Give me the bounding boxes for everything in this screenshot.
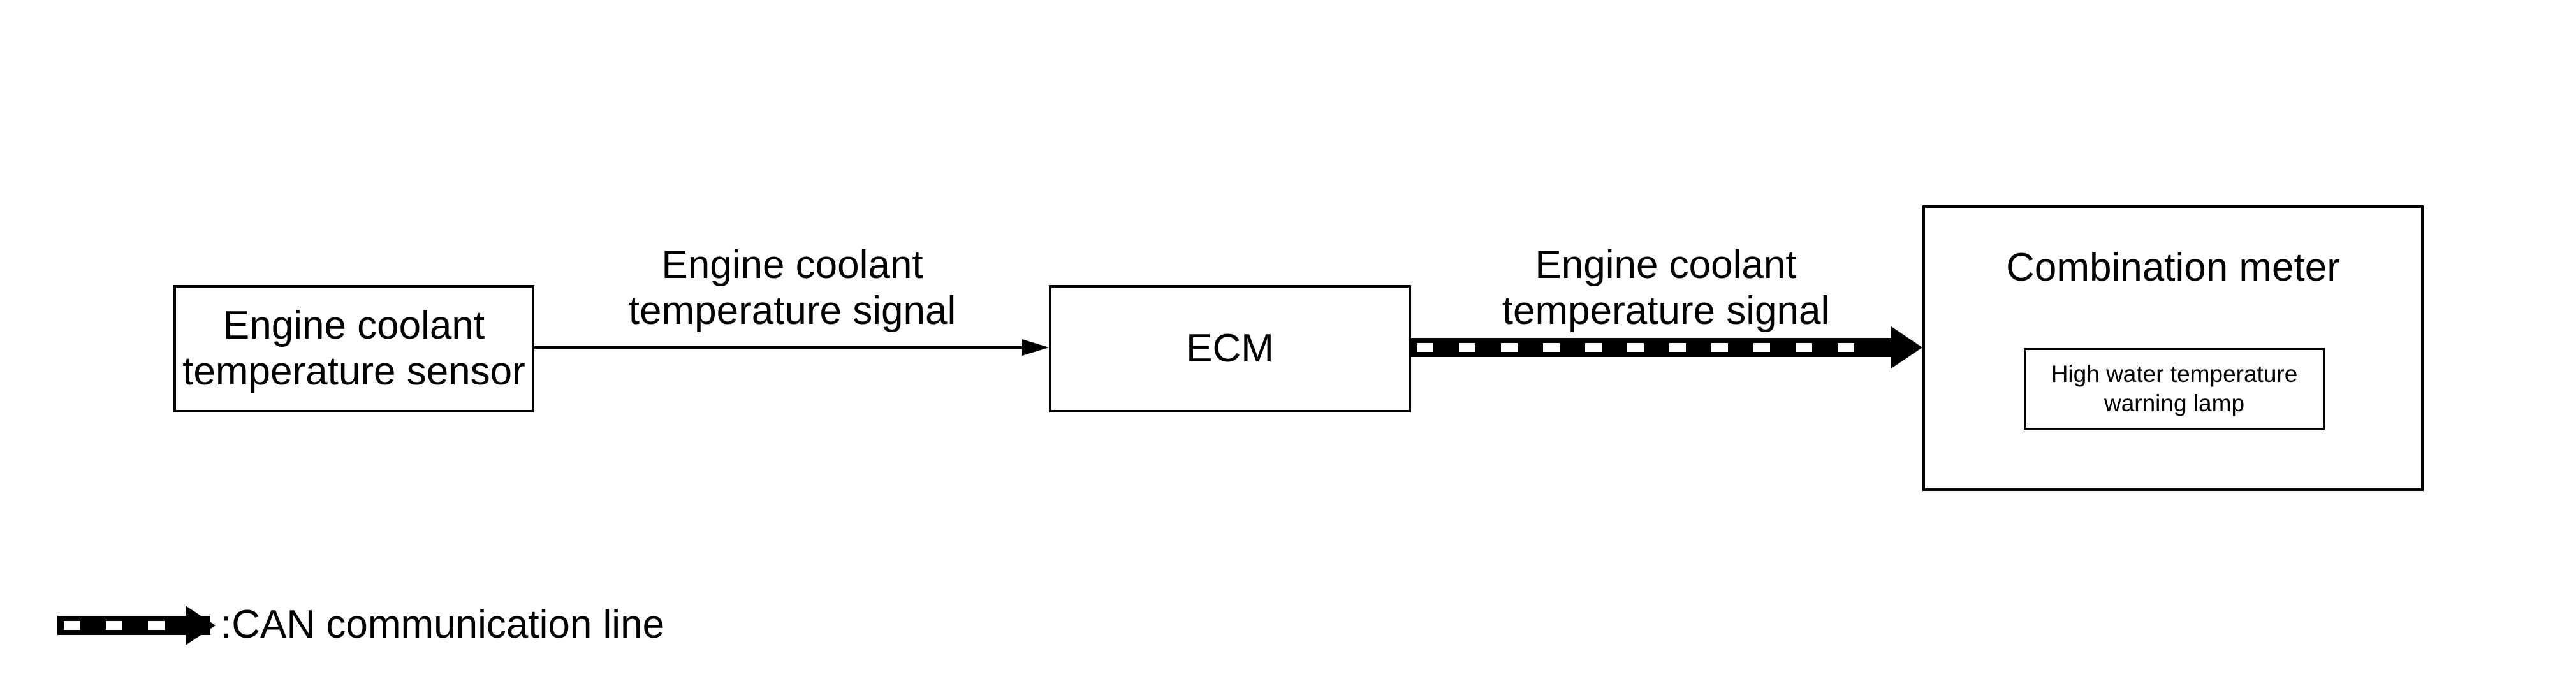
can-dash-segment (1585, 343, 1602, 352)
legend-can-symbol (57, 606, 216, 645)
can-dash-segment (1627, 343, 1644, 352)
can-dash-segment (1417, 343, 1433, 352)
can-dash-segment (148, 621, 165, 630)
ecm-box: ECM (1049, 285, 1411, 412)
combination-meter-box: Combination meter High water temperature… (1922, 205, 2424, 491)
can-dash-segment (1543, 343, 1560, 352)
can-dash-segment (1501, 343, 1518, 352)
can-arrow-ecm-to-meter (1411, 326, 1922, 368)
can-dash-segment (1459, 343, 1475, 352)
can-line-dashes (1417, 343, 1854, 352)
signal-label-ecm-to-meter-line1: Engine coolant (1535, 243, 1797, 287)
can-dash-segment (1669, 343, 1686, 352)
can-dash-segment (1838, 343, 1854, 352)
warning-lamp-label-line1: High water temperature (2051, 361, 2298, 387)
can-dash-segment (1711, 343, 1728, 352)
legend-can-dashes (64, 621, 165, 630)
signal-label-ecm-to-meter: Engine coolant temperature signal (1460, 242, 1871, 334)
can-dash-segment (64, 621, 80, 630)
signal-arrow-sensor-to-ecm (534, 339, 1049, 356)
can-dash-segment (106, 621, 122, 630)
sensor-label-line2: temperature sensor (182, 349, 525, 393)
combination-meter-title: Combination meter (2006, 245, 2340, 289)
sensor-box: Engine coolant temperature sensor (173, 285, 534, 412)
warning-lamp-label: High water temperature warning lamp (2051, 360, 2298, 418)
signal-label-sensor-to-ecm-line1: Engine coolant (661, 243, 923, 287)
legend-text: :CAN communication line (221, 602, 665, 646)
signal-label-sensor-to-ecm: Engine coolant temperature signal (587, 242, 998, 334)
sensor-label-line1: Engine coolant (223, 303, 485, 347)
sensor-label: Engine coolant temperature sensor (182, 303, 525, 395)
warning-lamp-box: High water temperature warning lamp (2024, 348, 2325, 430)
can-dash-segment (1796, 343, 1812, 352)
signal-label-sensor-to-ecm-line2: temperature signal (628, 289, 956, 333)
signal-label-ecm-to-meter-line2: temperature signal (1502, 289, 1830, 333)
ecm-label: ECM (1186, 326, 1274, 370)
can-dash-segment (1753, 343, 1770, 352)
warning-lamp-label-line2: warning lamp (2104, 390, 2245, 416)
